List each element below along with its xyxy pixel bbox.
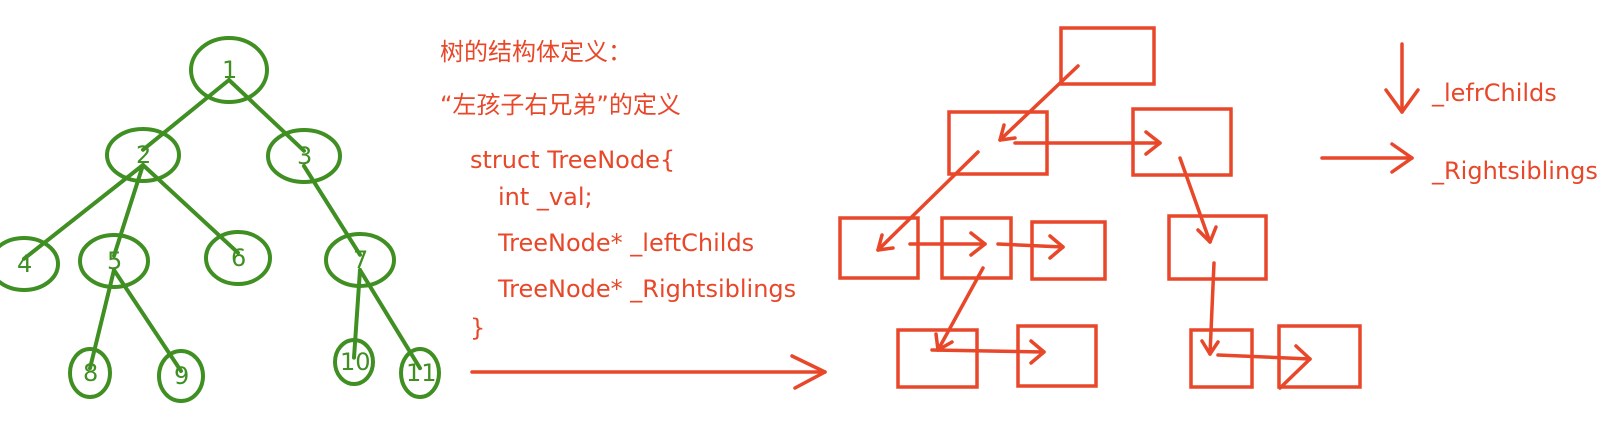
tree-node-1: 1	[189, 36, 269, 104]
child-arrow-icon	[1384, 42, 1420, 114]
tree-node-label: 4	[17, 250, 32, 278]
tree-node-11: 11	[399, 347, 441, 399]
node-box-10	[1189, 328, 1254, 389]
tree-node-label: 8	[83, 359, 98, 387]
tree-node-circle	[333, 338, 375, 386]
node-box-9	[1016, 324, 1098, 388]
tree-node-9: 9	[157, 349, 205, 403]
child-pointers	[876, 64, 1220, 356]
tree-edge-1-3	[227, 78, 306, 153]
transform-arrow	[470, 354, 827, 390]
tree-node-5: 5	[78, 233, 150, 289]
tree-node-circle	[204, 230, 272, 286]
lcrs-structure	[838, 26, 1362, 390]
node-box-6	[1030, 220, 1107, 281]
tree-node-circle	[105, 127, 181, 183]
tree-node-2: 2	[105, 127, 181, 183]
tree-node-4: 4	[0, 236, 60, 292]
node-box-8	[896, 328, 979, 389]
tree-node-label: 1	[222, 56, 237, 84]
tree-node-label: 6	[231, 244, 246, 272]
tree-edge-1-2	[141, 78, 231, 152]
code-line-struct: struct TreeNode{	[470, 146, 675, 174]
tree-node-label: 10	[340, 348, 371, 376]
tree-node-8: 8	[68, 347, 112, 399]
tree-node-label: 5	[107, 247, 122, 275]
node-box-4	[838, 216, 920, 280]
lcrs-heading: “左孩子右兄弟”的定义	[440, 91, 681, 119]
tree-node-circle	[266, 128, 342, 184]
tree-edges	[22, 78, 422, 373]
tree-node-circle	[68, 347, 112, 399]
tree-edge-7-10	[352, 268, 362, 360]
tree-node-3: 3	[266, 128, 342, 184]
tree-node-7: 7	[324, 232, 396, 288]
sibling-arrow-icon	[1320, 142, 1414, 174]
legend: _lefrChilds _Rightsiblings	[1320, 42, 1598, 185]
code-line-close: }	[470, 314, 485, 342]
tree-node-6: 6	[204, 230, 272, 286]
tree-node-circle	[0, 236, 60, 292]
tree-node-label: 7	[353, 246, 368, 274]
node-box-7	[1167, 214, 1268, 281]
tree-nodes: 1 2 3 4 5 6 7 8 9 10 11	[0, 36, 441, 403]
tree-node-circle	[399, 347, 441, 399]
node-box-5	[940, 216, 1013, 280]
tree-node-circle	[78, 233, 150, 289]
legend-sibling-label: _Rightsiblings	[1431, 157, 1598, 185]
tree-node-label: 11	[406, 359, 437, 387]
code-line-val: int _val;	[498, 183, 593, 211]
tree-node-label: 9	[174, 362, 189, 390]
tree-node-circle	[324, 232, 396, 288]
tree-node-10: 10	[333, 338, 375, 386]
tree-node-circle	[157, 349, 205, 403]
code-block: 树的结构体定义： “左孩子右兄弟”的定义 struct TreeNode{ in…	[440, 38, 796, 342]
tree-node-label: 3	[297, 142, 312, 170]
struct-heading: 树的结构体定义：	[440, 38, 632, 66]
code-line-rightsibling: TreeNode* _Rightsiblings	[497, 275, 796, 303]
tree-node-circle	[189, 36, 269, 104]
tree-node-label: 2	[136, 141, 151, 169]
legend-child-label: _lefrChilds	[1431, 79, 1557, 107]
sibling-pointers	[908, 130, 1312, 390]
code-line-leftchild: TreeNode* _leftChilds	[497, 229, 754, 257]
node-box-1	[1059, 26, 1156, 86]
